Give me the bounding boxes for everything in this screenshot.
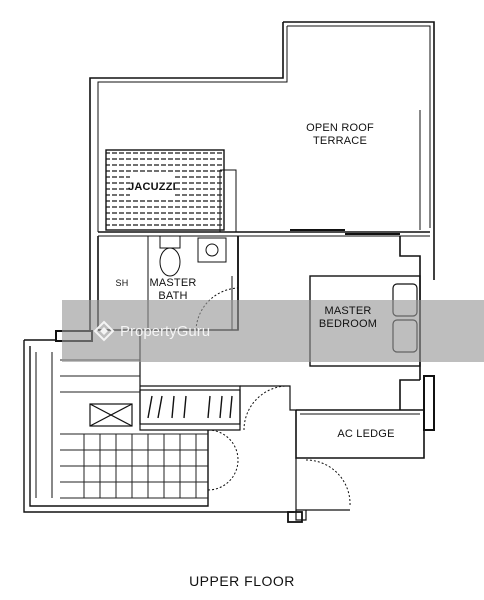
sink-icon — [197, 237, 227, 263]
terrace-outline — [89, 21, 435, 340]
staircase — [23, 339, 294, 513]
watermark-band — [62, 300, 484, 362]
void-box — [89, 403, 133, 427]
room-label-jacuzzi: JACUZZI — [128, 181, 176, 193]
wardrobe-hangers — [147, 395, 233, 419]
room-label-master-bath: MASTER BATH — [149, 277, 197, 302]
toilet-icon — [159, 235, 181, 277]
stair-treads — [60, 359, 208, 499]
room-label-open-roof-terrace: OPEN ROOF TERRACE — [306, 122, 374, 147]
watermark-text: PropertyGuru — [120, 323, 211, 340]
floor-title: UPPER FLOOR — [189, 573, 295, 589]
room-label-ac-ledge: AC LEDGE — [337, 428, 395, 440]
room-label-sh: SH — [115, 278, 129, 288]
propertyguru-logo-icon — [93, 320, 115, 342]
room-label-master-bedroom: MASTER BEDROOM — [318, 305, 378, 330]
